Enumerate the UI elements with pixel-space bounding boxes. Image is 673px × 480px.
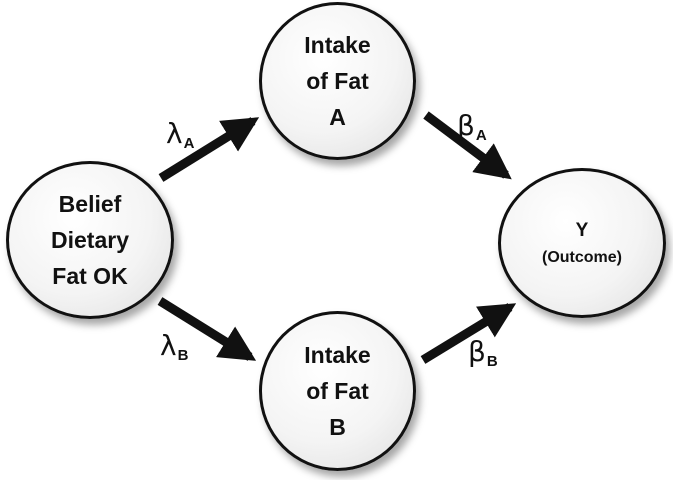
node-label-line: Intake xyxy=(304,32,371,58)
node-label-line: of Fat xyxy=(306,68,369,94)
node-intake-of-fat-b: Intake of Fat B xyxy=(259,311,416,471)
arrow-belief-to-intake-a xyxy=(158,117,260,182)
edge-symbol: λ xyxy=(166,117,183,150)
edge-symbol: β xyxy=(468,335,486,368)
edge-subscript: B xyxy=(486,353,498,370)
edge-label-beta-a: βA xyxy=(457,109,487,144)
arrow-belief-to-intake-b xyxy=(157,297,257,361)
arrow-intake-a-to-outcome xyxy=(423,111,512,180)
node-label-subline: (Outcome) xyxy=(542,249,622,266)
node-outcome-y: Y (Outcome) xyxy=(498,168,666,318)
node-belief-dietary-fat-ok: Belief Dietary Fat OK xyxy=(6,161,174,319)
arrow-intake-b-to-outcome xyxy=(420,303,517,364)
node-label-line: B xyxy=(329,414,346,440)
edge-label-beta-b: βB xyxy=(468,335,498,370)
node-label-line: Y xyxy=(575,220,589,241)
node-label-line: A xyxy=(329,104,346,130)
node-intake-of-fat-a: Intake of Fat A xyxy=(259,2,416,160)
node-label-line: Intake xyxy=(304,342,371,368)
edge-subscript: A xyxy=(475,127,487,144)
node-label-line: Dietary xyxy=(51,227,129,253)
edge-symbol: β xyxy=(457,109,475,142)
edge-label-lambda-b: λB xyxy=(160,329,189,364)
node-label-line: Belief xyxy=(58,191,122,217)
edge-symbol: λ xyxy=(160,329,177,362)
edge-subscript: B xyxy=(177,347,189,364)
edge-subscript: A xyxy=(183,135,195,152)
edge-label-lambda-a: λA xyxy=(166,117,195,152)
node-label-line: of Fat xyxy=(306,378,369,404)
node-label-line: Fat OK xyxy=(52,263,128,289)
